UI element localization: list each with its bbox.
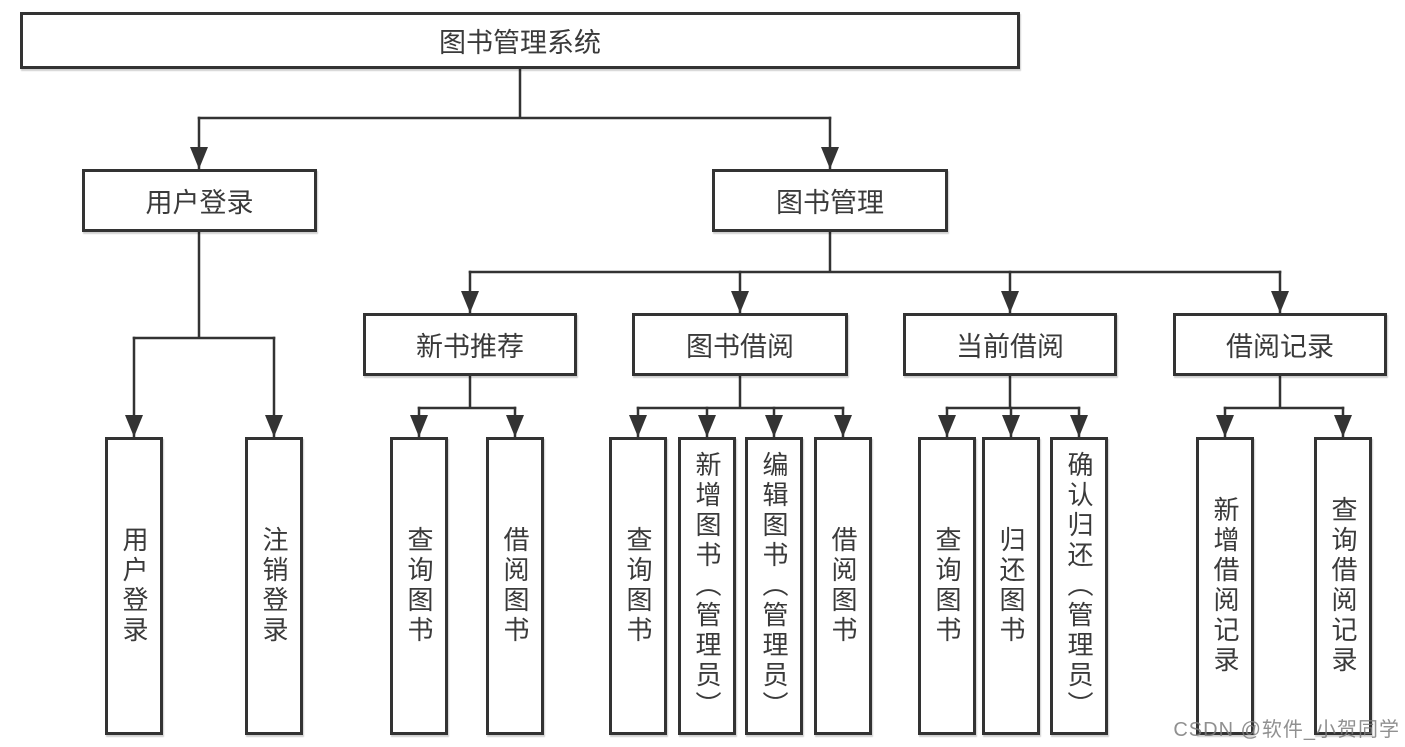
leaf-borrow-books-label: 借阅图书 bbox=[828, 526, 858, 646]
node-user-login-label: 用户登录 bbox=[145, 188, 254, 218]
leaf-user-login-label: 用户登录 bbox=[119, 526, 149, 646]
node-book-mgmt-label: 图书管理 bbox=[776, 188, 884, 218]
leaf-borrow-books-recommend-label: 借阅图书 bbox=[500, 526, 530, 646]
leaf-add-book-admin-label: 新增图书（管理员） bbox=[692, 451, 722, 721]
node-borrow-record-label: 借阅记录 bbox=[1226, 332, 1334, 362]
leaf-confirm-return-admin-label: 确认归还（管理员） bbox=[1064, 451, 1094, 721]
connector-book-mgmt-bus bbox=[468, 230, 1282, 274]
connector-new-book-bus bbox=[417, 374, 517, 410]
leaf-edit-book-admin-label: 编辑图书（管理员） bbox=[759, 451, 789, 721]
leaf-add-book-admin: 新增图书（管理员） bbox=[678, 437, 736, 735]
leaf-return-books: 归还图书 bbox=[982, 437, 1040, 735]
leaf-borrow-books-recommend: 借阅图书 bbox=[486, 437, 544, 735]
connector-current-borrow-bus bbox=[945, 374, 1081, 410]
leaf-query-books-current: 查询图书 bbox=[918, 437, 976, 735]
leaf-user-login: 用户登录 bbox=[105, 437, 163, 735]
leaf-query-books-current-label: 查询图书 bbox=[932, 526, 962, 646]
node-book-mgmt: 图书管理 bbox=[712, 169, 948, 232]
node-book-borrow-label: 图书借阅 bbox=[686, 332, 794, 362]
leaf-add-borrow-record: 新增借阅记录 bbox=[1196, 437, 1254, 735]
node-current-borrow-label: 当前借阅 bbox=[956, 332, 1064, 362]
leaf-query-books-recommend: 查询图书 bbox=[390, 437, 448, 735]
leaf-query-books-borrow: 查询图书 bbox=[609, 437, 667, 735]
node-root-system: 图书管理系统 bbox=[20, 12, 1020, 69]
leaf-borrow-books: 借阅图书 bbox=[814, 437, 872, 735]
connector-root-bus bbox=[197, 67, 832, 120]
leaf-query-books-recommend-label: 查询图书 bbox=[404, 526, 434, 646]
connector-borrow-record-bus bbox=[1223, 374, 1345, 410]
node-root-system-label: 图书管理系统 bbox=[439, 28, 601, 58]
connector-book-borrow-bus bbox=[636, 374, 845, 410]
leaf-query-borrow-record-label: 查询借阅记录 bbox=[1328, 496, 1358, 676]
node-book-borrow: 图书借阅 bbox=[632, 313, 848, 376]
leaf-edit-book-admin: 编辑图书（管理员） bbox=[745, 437, 803, 735]
leaf-query-books-borrow-label: 查询图书 bbox=[623, 526, 653, 646]
leaf-query-borrow-record: 查询借阅记录 bbox=[1314, 437, 1372, 735]
leaf-confirm-return-admin: 确认归还（管理员） bbox=[1050, 437, 1108, 735]
node-current-borrow: 当前借阅 bbox=[903, 313, 1117, 376]
connector-user-login-bus bbox=[132, 230, 276, 340]
csdn-watermark: CSDN @软件_小贺同学 bbox=[1173, 719, 1400, 741]
node-new-book-recommend: 新书推荐 bbox=[363, 313, 577, 376]
leaf-add-borrow-record-label: 新增借阅记录 bbox=[1210, 496, 1240, 676]
node-new-book-recommend-label: 新书推荐 bbox=[416, 332, 524, 362]
node-user-login: 用户登录 bbox=[82, 169, 317, 232]
leaf-logout: 注销登录 bbox=[245, 437, 303, 735]
leaf-logout-label: 注销登录 bbox=[259, 526, 289, 646]
node-borrow-record: 借阅记录 bbox=[1173, 313, 1387, 376]
leaf-return-books-label: 归还图书 bbox=[996, 526, 1026, 646]
